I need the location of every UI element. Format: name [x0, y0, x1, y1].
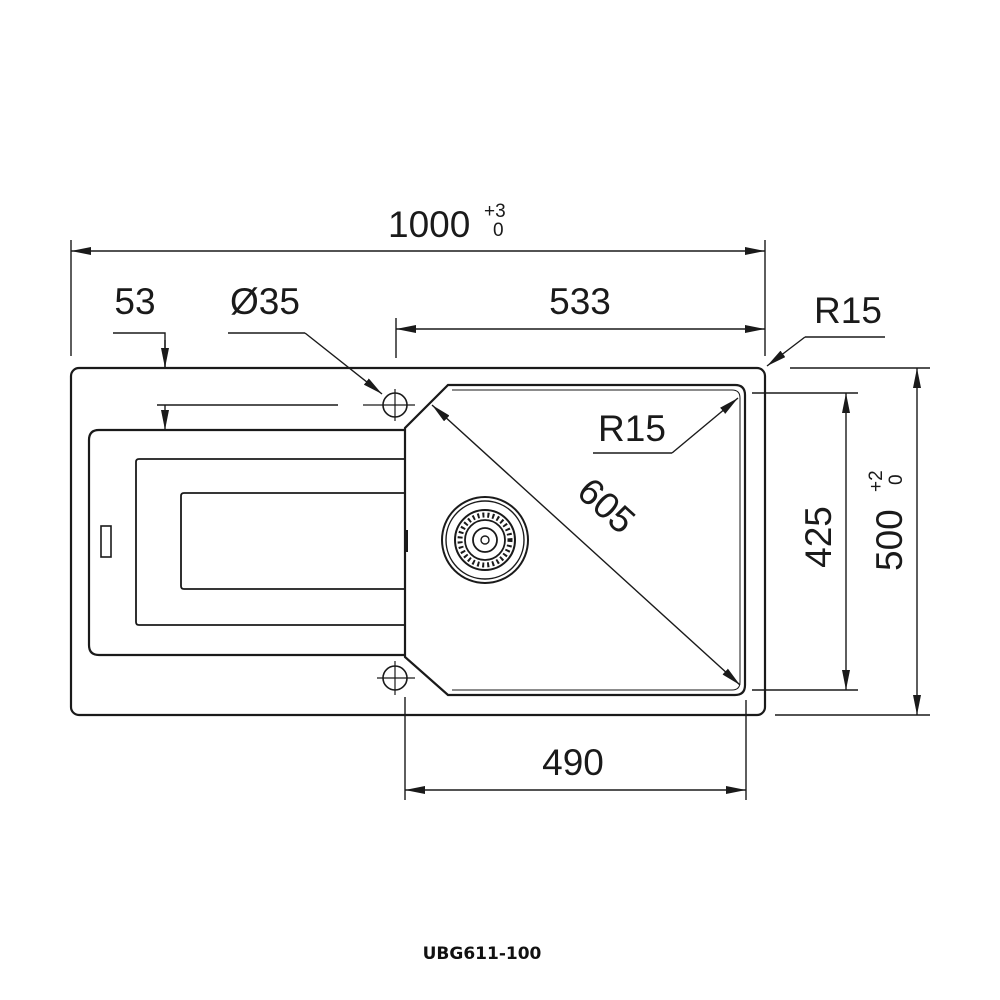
- dimension-bowl-depth: 425: [752, 392, 858, 691]
- overflow-slot: [100, 525, 112, 558]
- edge-marker: [405, 530, 408, 552]
- dim-1000-tol-lower: 0: [493, 220, 504, 241]
- dimension-overall-width: 1000 +3 0: [70, 201, 766, 356]
- dim-490-value: 490: [542, 742, 604, 783]
- dimension-bowl-diagonal: 605: [431, 404, 741, 686]
- dim-605-value: 605: [570, 470, 643, 542]
- drainer-groove-inner: [180, 492, 405, 590]
- tap-hole-bottom-icon: [377, 661, 415, 695]
- dim-533-value: 533: [549, 281, 611, 322]
- dim-500-tol-upper: +2: [866, 470, 887, 492]
- dimension-drainer-offset: 53: [113, 281, 338, 430]
- model-label: UBG611-100: [423, 944, 542, 964]
- dim-500-value: 500: [869, 509, 910, 571]
- drainer-outline: [87, 428, 405, 657]
- sink-outline: [69, 366, 767, 717]
- dimension-bowl-radius: R15: [593, 397, 739, 454]
- dim-500-tol-lower: 0: [886, 474, 907, 485]
- dim-425-value: 425: [798, 506, 839, 568]
- tap-hole-top-icon: [363, 389, 415, 421]
- dim-53-value: 53: [114, 281, 155, 322]
- dimension-tap-hole: Ø35: [228, 281, 383, 395]
- dim-1000-value: 1000: [388, 204, 470, 245]
- dimension-overall-depth: 500 +2 0: [775, 367, 930, 716]
- dim-outer-radius-value: R15: [814, 290, 882, 331]
- drainer-groove-outer: [135, 458, 405, 626]
- dimension-bowl-outer-width: 533: [395, 281, 765, 358]
- bowl-outline: [403, 383, 747, 697]
- dim-tap-hole-value: Ø35: [230, 281, 300, 322]
- dim-bowl-radius-value: R15: [598, 408, 666, 449]
- dimension-bowl-width: 490: [404, 697, 747, 800]
- drain-strainer-icon: [441, 496, 529, 584]
- bowl-inner-edge: [452, 389, 741, 691]
- dim-1000-tol-upper: +3: [484, 201, 506, 222]
- dimension-outer-radius: R15: [766, 290, 885, 367]
